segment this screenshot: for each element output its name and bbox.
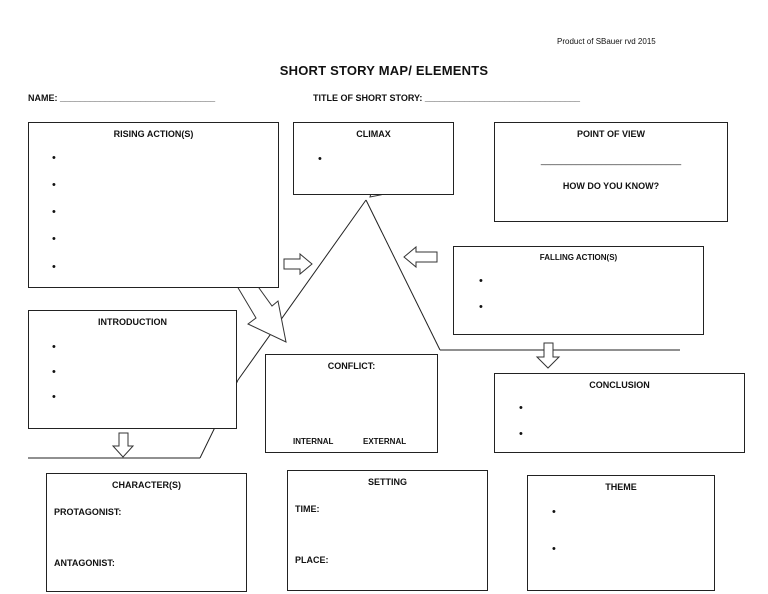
falling-slope [365, 199, 441, 351]
characters-box: CHARACTER(S) PROTAGONIST: ANTAGONIST: [46, 473, 247, 592]
introduction-bullet: • [52, 366, 56, 378]
name-field: NAME: _______________________________ [28, 93, 216, 103]
falling-action-title: FALLING ACTION(S) [539, 253, 618, 262]
introduction-box: INTRODUCTION • • • [28, 310, 237, 429]
internal-label: INTERNAL [293, 437, 334, 446]
page-title: SHORT STORY MAP/ ELEMENTS [279, 63, 489, 78]
conclusion-title: CONCLUSION [589, 380, 650, 390]
arrow-down-characters-icon [111, 432, 135, 458]
setting-title: SETTING [367, 477, 407, 487]
rising-action-bullet: • [52, 179, 56, 191]
protagonist-label: PROTAGONIST: [54, 507, 122, 517]
rising-action-bullet: • [52, 206, 56, 218]
climax-bullet: • [318, 153, 322, 165]
climax-box: CLIMAX • [293, 122, 454, 195]
conclusion-bullet: • [519, 402, 523, 414]
rising-action-title: RISING ACTION(S) [113, 129, 194, 139]
theme-box: THEME • • [527, 475, 715, 591]
climax-title: CLIMAX [356, 129, 391, 139]
conflict-title: CONFLICT: [327, 361, 376, 371]
external-label: EXTERNAL [363, 437, 407, 446]
credit-text: Product of SBauer rvd 2015 [557, 37, 656, 46]
rising-slope [237, 199, 367, 381]
introduction-bullet: • [52, 391, 56, 403]
introduction-bullet: • [52, 341, 56, 353]
falling-action-box: FALLING ACTION(S) • • [453, 246, 704, 335]
point-of-view-title: POINT OF VIEW [576, 129, 645, 139]
arrow-down-conclusion-icon [535, 342, 561, 369]
introduction-title: INTRODUCTION [98, 317, 167, 327]
theme-bullet: • [552, 506, 556, 518]
arrow-right-icon [283, 252, 313, 276]
point-of-view-box: POINT OF VIEW __________________________… [494, 122, 728, 222]
theme-title: THEME [605, 482, 637, 492]
setting-box: SETTING TIME: PLACE: [287, 470, 488, 591]
story-title-field: TITLE OF SHORT STORY: __________________… [313, 93, 580, 103]
place-label: PLACE: [295, 555, 329, 565]
rising-action-box: RISING ACTION(S) • • • • • [28, 122, 279, 288]
conclusion-box: CONCLUSION • • [494, 373, 745, 453]
theme-bullet: • [552, 543, 556, 555]
antagonist-label: ANTAGONIST: [54, 558, 115, 568]
conclusion-bullet: • [519, 428, 523, 440]
conflict-box: CONFLICT: INTERNAL EXTERNAL [265, 354, 438, 453]
arrow-left-icon [403, 245, 438, 269]
characters-title: CHARACTER(S) [112, 480, 181, 490]
point-of-view-blank: ____________________________ [540, 155, 682, 165]
falling-action-bullet: • [479, 301, 483, 313]
falling-action-bullet: • [479, 275, 483, 287]
how-do-you-know-label: HOW DO YOU KNOW? [562, 181, 660, 191]
rising-action-bullet: • [52, 233, 56, 245]
time-label: TIME: [295, 504, 320, 514]
rising-action-bullet: • [52, 261, 56, 273]
rising-action-bullet: • [52, 152, 56, 164]
